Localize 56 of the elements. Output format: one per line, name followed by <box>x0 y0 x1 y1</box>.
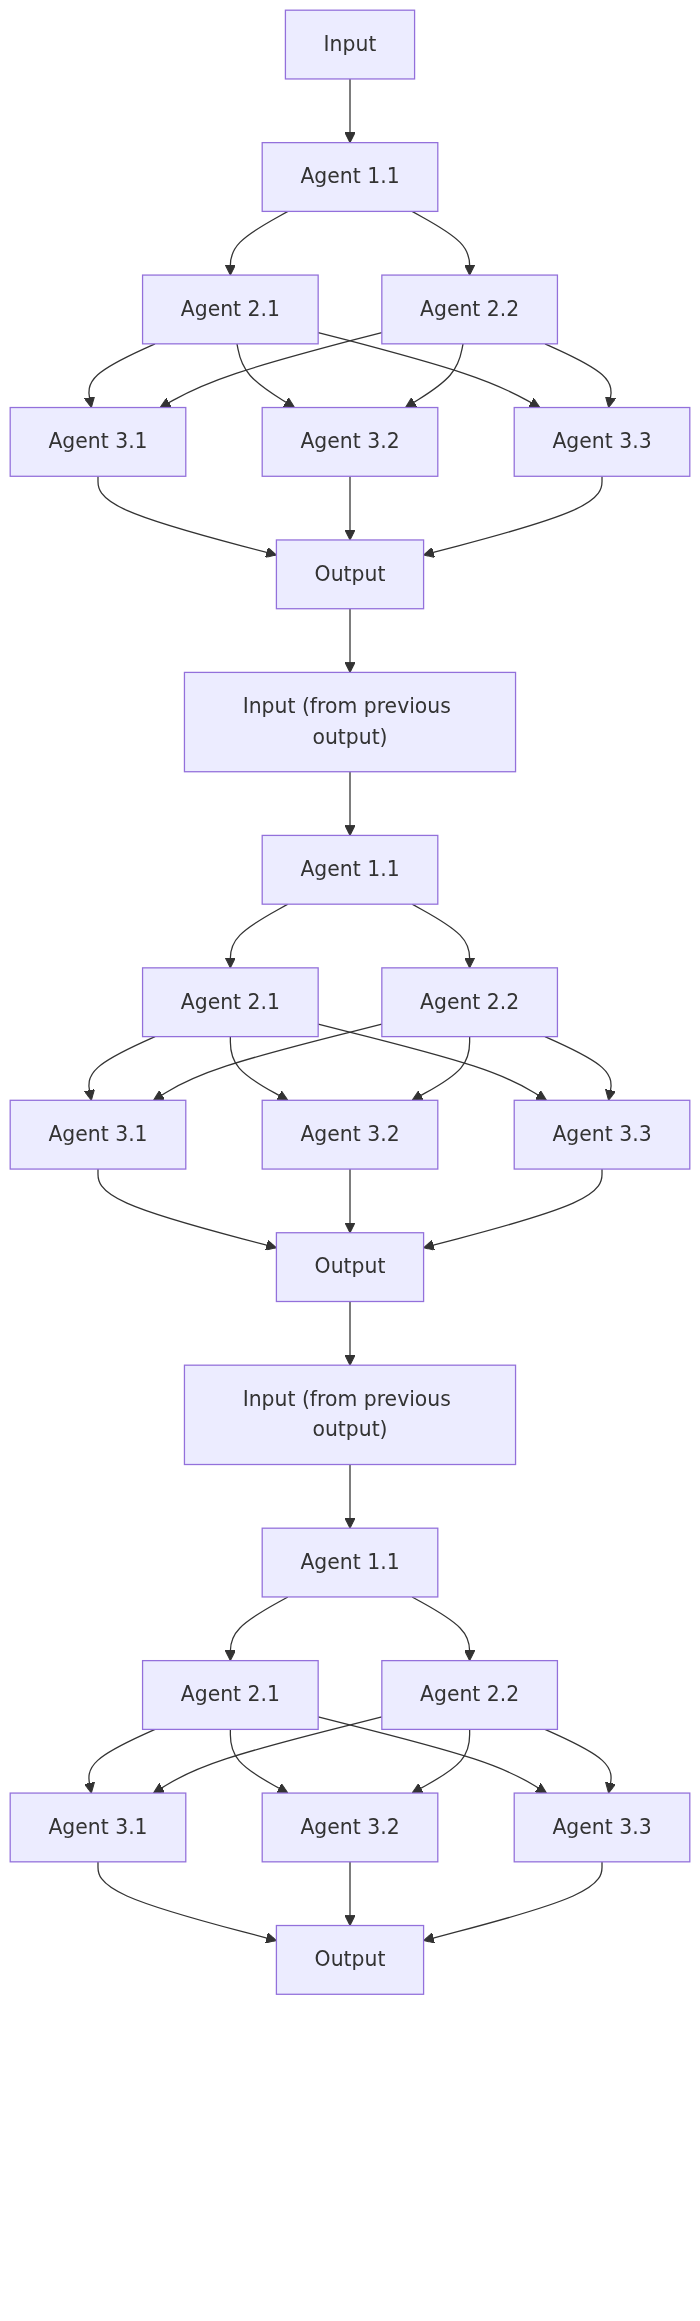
arrow <box>544 1728 617 1794</box>
arrow <box>224 903 289 969</box>
arrow <box>97 1168 277 1251</box>
arrow <box>229 1728 289 1794</box>
arrow <box>344 771 356 836</box>
node-box: Input (from previous output) <box>183 671 517 773</box>
arrow <box>411 1036 471 1101</box>
node-box: Agent 3.1 <box>9 1099 187 1170</box>
arrow <box>224 210 289 276</box>
node-box: Agent 2.1 <box>141 1660 319 1731</box>
node-box: Agent 2.1 <box>141 274 319 345</box>
node-box: Output <box>275 539 425 610</box>
node-box: Input (from previous output) <box>183 1364 517 1466</box>
arrow <box>344 1168 356 1234</box>
node-box: Agent 1.1 <box>261 142 439 213</box>
node-box: Agent 2.2 <box>381 274 559 345</box>
node-box: Agent 3.3 <box>513 1099 691 1170</box>
arrow <box>83 1036 156 1101</box>
arrow <box>411 210 476 276</box>
arrow <box>405 343 464 409</box>
node-box: Agent 3.2 <box>261 1792 439 1863</box>
arrow <box>344 1861 356 1926</box>
node-box: Agent 3.2 <box>261 1099 439 1170</box>
arrow <box>411 1596 476 1662</box>
node-box: Agent 3.1 <box>9 1792 187 1863</box>
arrow <box>344 78 356 144</box>
node-box: Input <box>284 9 416 80</box>
node-box: Agent 3.3 <box>513 1792 691 1863</box>
node-box: Agent 3.1 <box>9 406 187 477</box>
node-box: Agent 2.2 <box>381 967 559 1038</box>
node-box: Agent 3.3 <box>513 406 691 477</box>
arrow <box>97 1861 277 1944</box>
arrow <box>83 343 156 409</box>
arrow <box>344 475 356 541</box>
arrow <box>423 475 603 558</box>
node-box: Agent 1.1 <box>261 1527 439 1598</box>
arrow <box>423 1168 603 1251</box>
node-box: Agent 2.1 <box>141 967 319 1038</box>
node-box: Agent 3.2 <box>261 406 439 477</box>
arrow <box>411 1728 471 1794</box>
arrow <box>344 1300 356 1366</box>
arrow <box>544 343 617 409</box>
arrow <box>423 1861 603 1944</box>
arrow <box>83 1728 156 1794</box>
node-box: Agent 1.1 <box>261 834 439 905</box>
arrow <box>229 1036 289 1101</box>
node-box: Agent 2.2 <box>381 1660 559 1731</box>
arrow <box>97 475 277 558</box>
arrow <box>236 343 295 409</box>
arrow <box>344 608 356 673</box>
node-box: Output <box>275 1232 425 1303</box>
arrow <box>544 1036 617 1101</box>
arrow <box>411 903 476 969</box>
node-box: Output <box>275 1924 425 1995</box>
arrow <box>224 1596 289 1662</box>
arrow <box>344 1463 356 1529</box>
